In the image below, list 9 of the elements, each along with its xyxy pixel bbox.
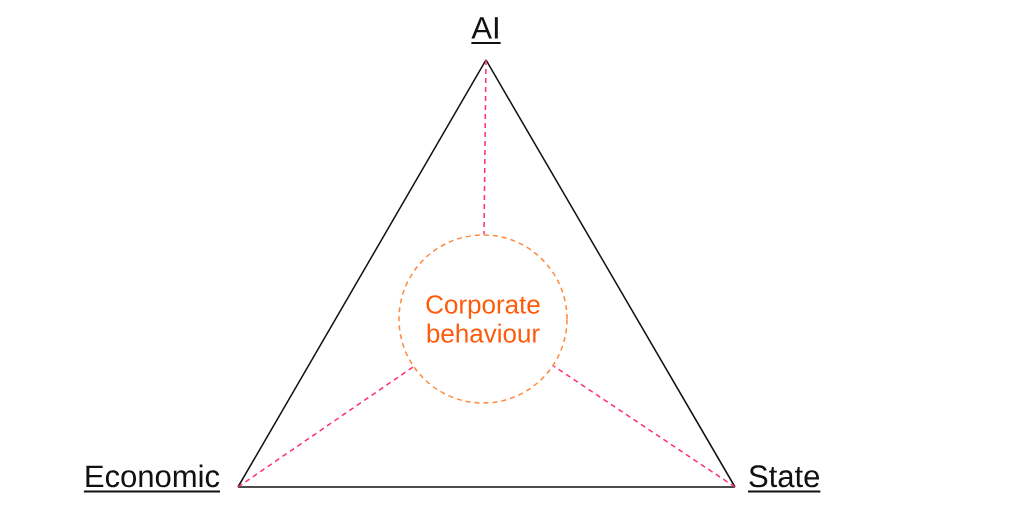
- vertex-label: State: [747, 465, 822, 493]
- triangle-side: [237, 59, 487, 488]
- vertex-label: AI: [470, 17, 502, 44]
- vertex-label: Economic: [82, 464, 221, 493]
- dashed-connector: [552, 365, 736, 488]
- triangle-side: [237, 486, 736, 488]
- triangle-side: [485, 59, 736, 488]
- dashed-connector: [237, 366, 414, 488]
- dashed-connector: [483, 59, 487, 235]
